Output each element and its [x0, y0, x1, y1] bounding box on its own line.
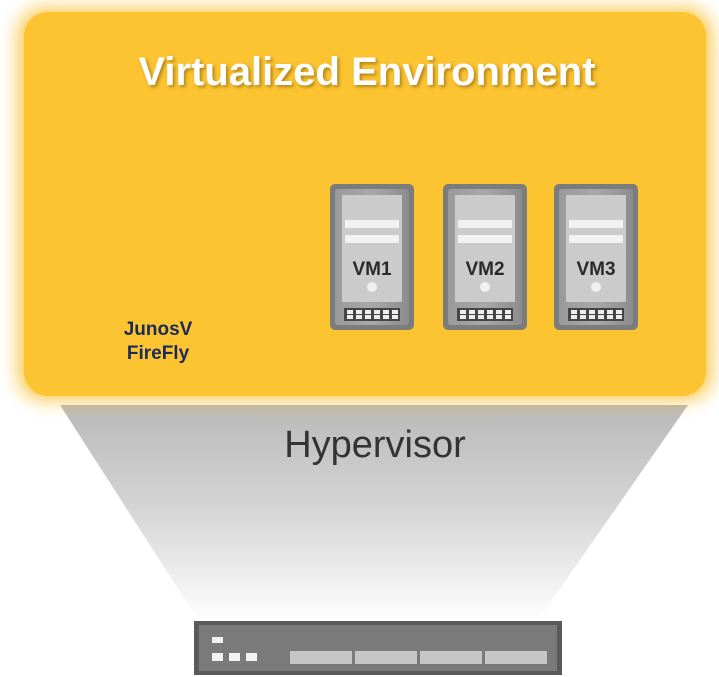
vm2-server-icon — [443, 184, 527, 330]
hypervisor-label: Hypervisor — [284, 424, 466, 466]
vm3-server-icon — [554, 184, 638, 330]
platform-label-line2: FireFly — [126, 343, 190, 364]
platform-label-line1: JunosV — [123, 319, 193, 340]
platform-label: JunosV FireFly — [103, 318, 213, 366]
vm1-server-icon — [330, 184, 414, 330]
environment-title: Virtualized Environment — [138, 50, 596, 94]
server-appliance-icon — [194, 621, 562, 675]
vm3-label: VM3 — [576, 259, 616, 280]
hypervisor-funnel — [60, 405, 688, 623]
vm2-label: VM2 — [465, 259, 505, 280]
vm1-label: VM1 — [352, 259, 392, 280]
